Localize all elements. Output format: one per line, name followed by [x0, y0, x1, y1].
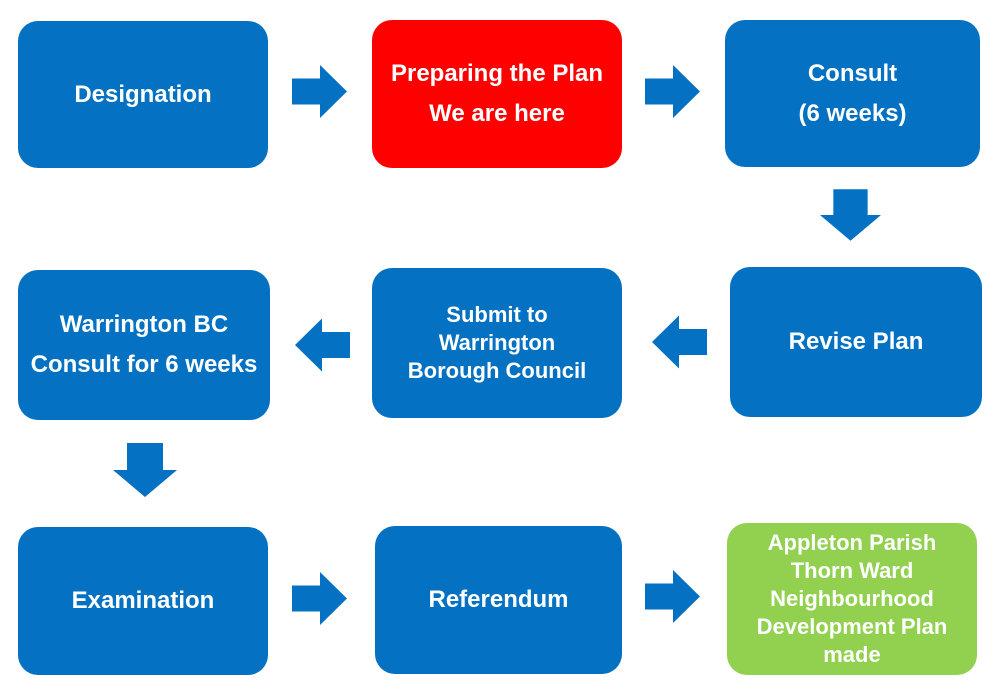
arrow-right-icon: [645, 570, 700, 623]
arrow-down-icon: [113, 443, 177, 497]
node-examination: Examination: [18, 527, 268, 675]
node-referendum: Referendum: [375, 526, 622, 674]
node-revise-plan: Revise Plan: [730, 267, 982, 417]
arrow-right-icon: [292, 65, 347, 118]
node-designation: Designation: [18, 21, 268, 168]
node-plan-made: Appleton Parish Thorn Ward Neighbourhood…: [727, 523, 977, 675]
arrow-left-icon: [652, 315, 707, 369]
node-warrington-bc-consult: Warrington BC Consult for 6 weeks: [18, 270, 270, 420]
arrow-right-icon: [292, 572, 347, 625]
node-preparing-the-plan: Preparing the Plan We are here: [372, 20, 622, 168]
arrow-down-icon: [820, 189, 881, 241]
node-submit-to-wbc: Submit to Warrington Borough Council: [372, 268, 622, 418]
node-consult: Consult (6 weeks): [725, 20, 980, 167]
arrow-left-icon: [295, 318, 350, 372]
arrow-right-icon: [645, 65, 700, 118]
